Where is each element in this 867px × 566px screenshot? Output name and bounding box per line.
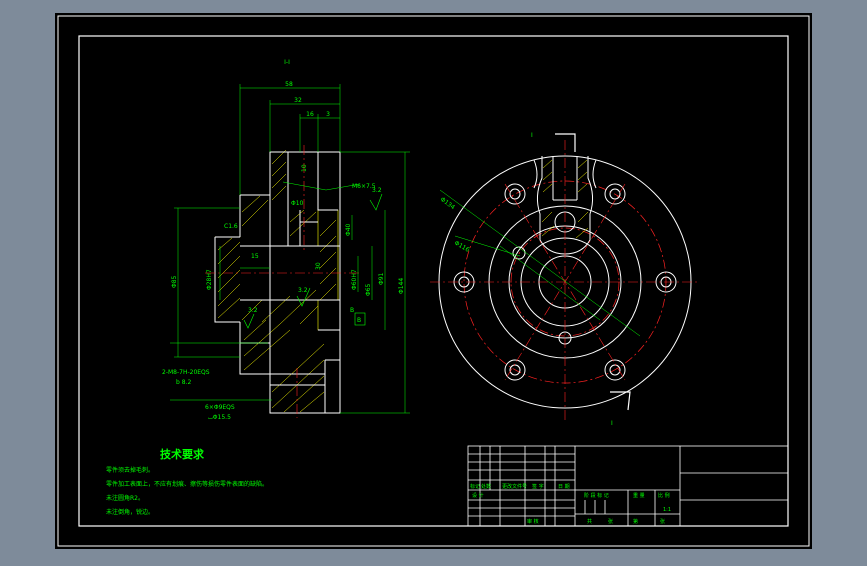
dim-ra-c: 3.2 (248, 307, 258, 314)
tb-sign: 签 字 (532, 483, 544, 490)
tb-design: 设 计 (472, 492, 484, 499)
front-dim-lines (439, 189, 641, 337)
tb-sheet: 张 (608, 518, 613, 525)
dim-phi65: Φ65 (365, 283, 372, 296)
section-outline (214, 151, 341, 414)
thread-note: 2-M8-7H-20EQS (162, 369, 210, 376)
technical-requirements: 技术要求 零件须去掉毛刺。 零件加工表面上，不应有划痕、擦伤等损伤零件表面的缺陷… (106, 447, 268, 516)
section-center-lines (205, 145, 360, 418)
dim-m6: M6×7.5 (352, 183, 376, 190)
tb-scale-value: 1:1 (663, 507, 671, 513)
hole-sub: ⌴Φ15.5 (208, 414, 231, 421)
section-marker (555, 133, 631, 411)
hatch-lines (217, 149, 337, 413)
dim-58: 58 (285, 81, 293, 88)
tb-weight: 重 量 (633, 492, 645, 499)
tb-sheet-total: 共 (587, 518, 592, 525)
tb-date: 日 期 (558, 484, 570, 490)
inner-frame (78, 35, 789, 527)
surface-finish-symbols (243, 193, 383, 329)
section-marker-top: I (531, 132, 533, 139)
note-4: 未注倒角，锐边。 (106, 508, 154, 516)
datum-label: B (350, 307, 354, 314)
outer-border (57, 15, 810, 547)
thread-sub: b 8.2 (176, 379, 191, 386)
tb-sheet-of: 张 (660, 518, 665, 525)
tb-mark: 标记 (470, 483, 480, 490)
section-dim-lines (170, 84, 410, 414)
model-space-background (55, 13, 812, 549)
title-block: 标记 处数 更改文件号 签 字 日 期 设 计 阶 段 标 记 重 量 比 例 … (467, 445, 789, 527)
dim-ra-b: 3.2 (298, 287, 308, 294)
dim-phi91: Φ91 (378, 272, 385, 285)
dim-phi40: Φ40 (345, 223, 352, 236)
note-1: 零件须去掉毛刺。 (106, 466, 154, 474)
tb-count: 处数 (481, 483, 491, 490)
dim-10: 10 (301, 164, 308, 172)
title-block-grid (467, 445, 789, 527)
dim-phi10: Φ10 (291, 200, 304, 207)
dim-phi60h7: Φ60H7 (351, 269, 358, 290)
dim-phi144: Φ144 (398, 278, 405, 294)
dim-phi85: Φ85 (171, 275, 178, 288)
title-block-texts: 标记 处数 更改文件号 签 字 日 期 设 计 阶 段 标 记 重 量 比 例 … (470, 483, 671, 525)
dim-30: 30 (315, 262, 322, 270)
tb-scale: 比 例 (658, 492, 670, 499)
tb-review: 审 核 (527, 518, 539, 525)
section-marker-bottom: I (611, 420, 613, 427)
bolt-holes (453, 183, 677, 381)
slot-hatch (541, 159, 589, 239)
section-view: I-I (162, 59, 410, 421)
dim-c1: C1.6 (224, 223, 238, 230)
datum-box (354, 312, 366, 326)
hole-note: 6×Φ9EQS (205, 404, 235, 411)
tb-change-doc: 更改文件号 (502, 483, 527, 490)
dim-32: 32 (294, 97, 302, 104)
section-dim-texts: 58 32 16 3 10 Φ10 30 15 Φ28H7 Φ85 Φ144 Φ… (162, 81, 405, 421)
tb-stage: 阶 段 标 记 (584, 492, 609, 499)
tb-sheet-no: 第 (633, 518, 638, 525)
datum-box-label: B (357, 317, 361, 324)
note-3: 未注圆角R2。 (106, 494, 144, 502)
dim-3: 3 (326, 111, 330, 118)
front-center-lines (430, 140, 700, 420)
notes-title: 技术要求 (160, 447, 205, 461)
dim-15: 15 (251, 253, 259, 260)
dim-16: 16 (306, 111, 314, 118)
front-labels: I I (531, 132, 613, 427)
dim-ra-a: 3.2 (372, 187, 382, 194)
note-2: 零件加工表面上，不应有划痕、擦伤等损伤零件表面的缺陷。 (106, 480, 268, 488)
section-label: I-I (284, 59, 290, 66)
dim-phi28h7: Φ28H7 (206, 269, 213, 290)
